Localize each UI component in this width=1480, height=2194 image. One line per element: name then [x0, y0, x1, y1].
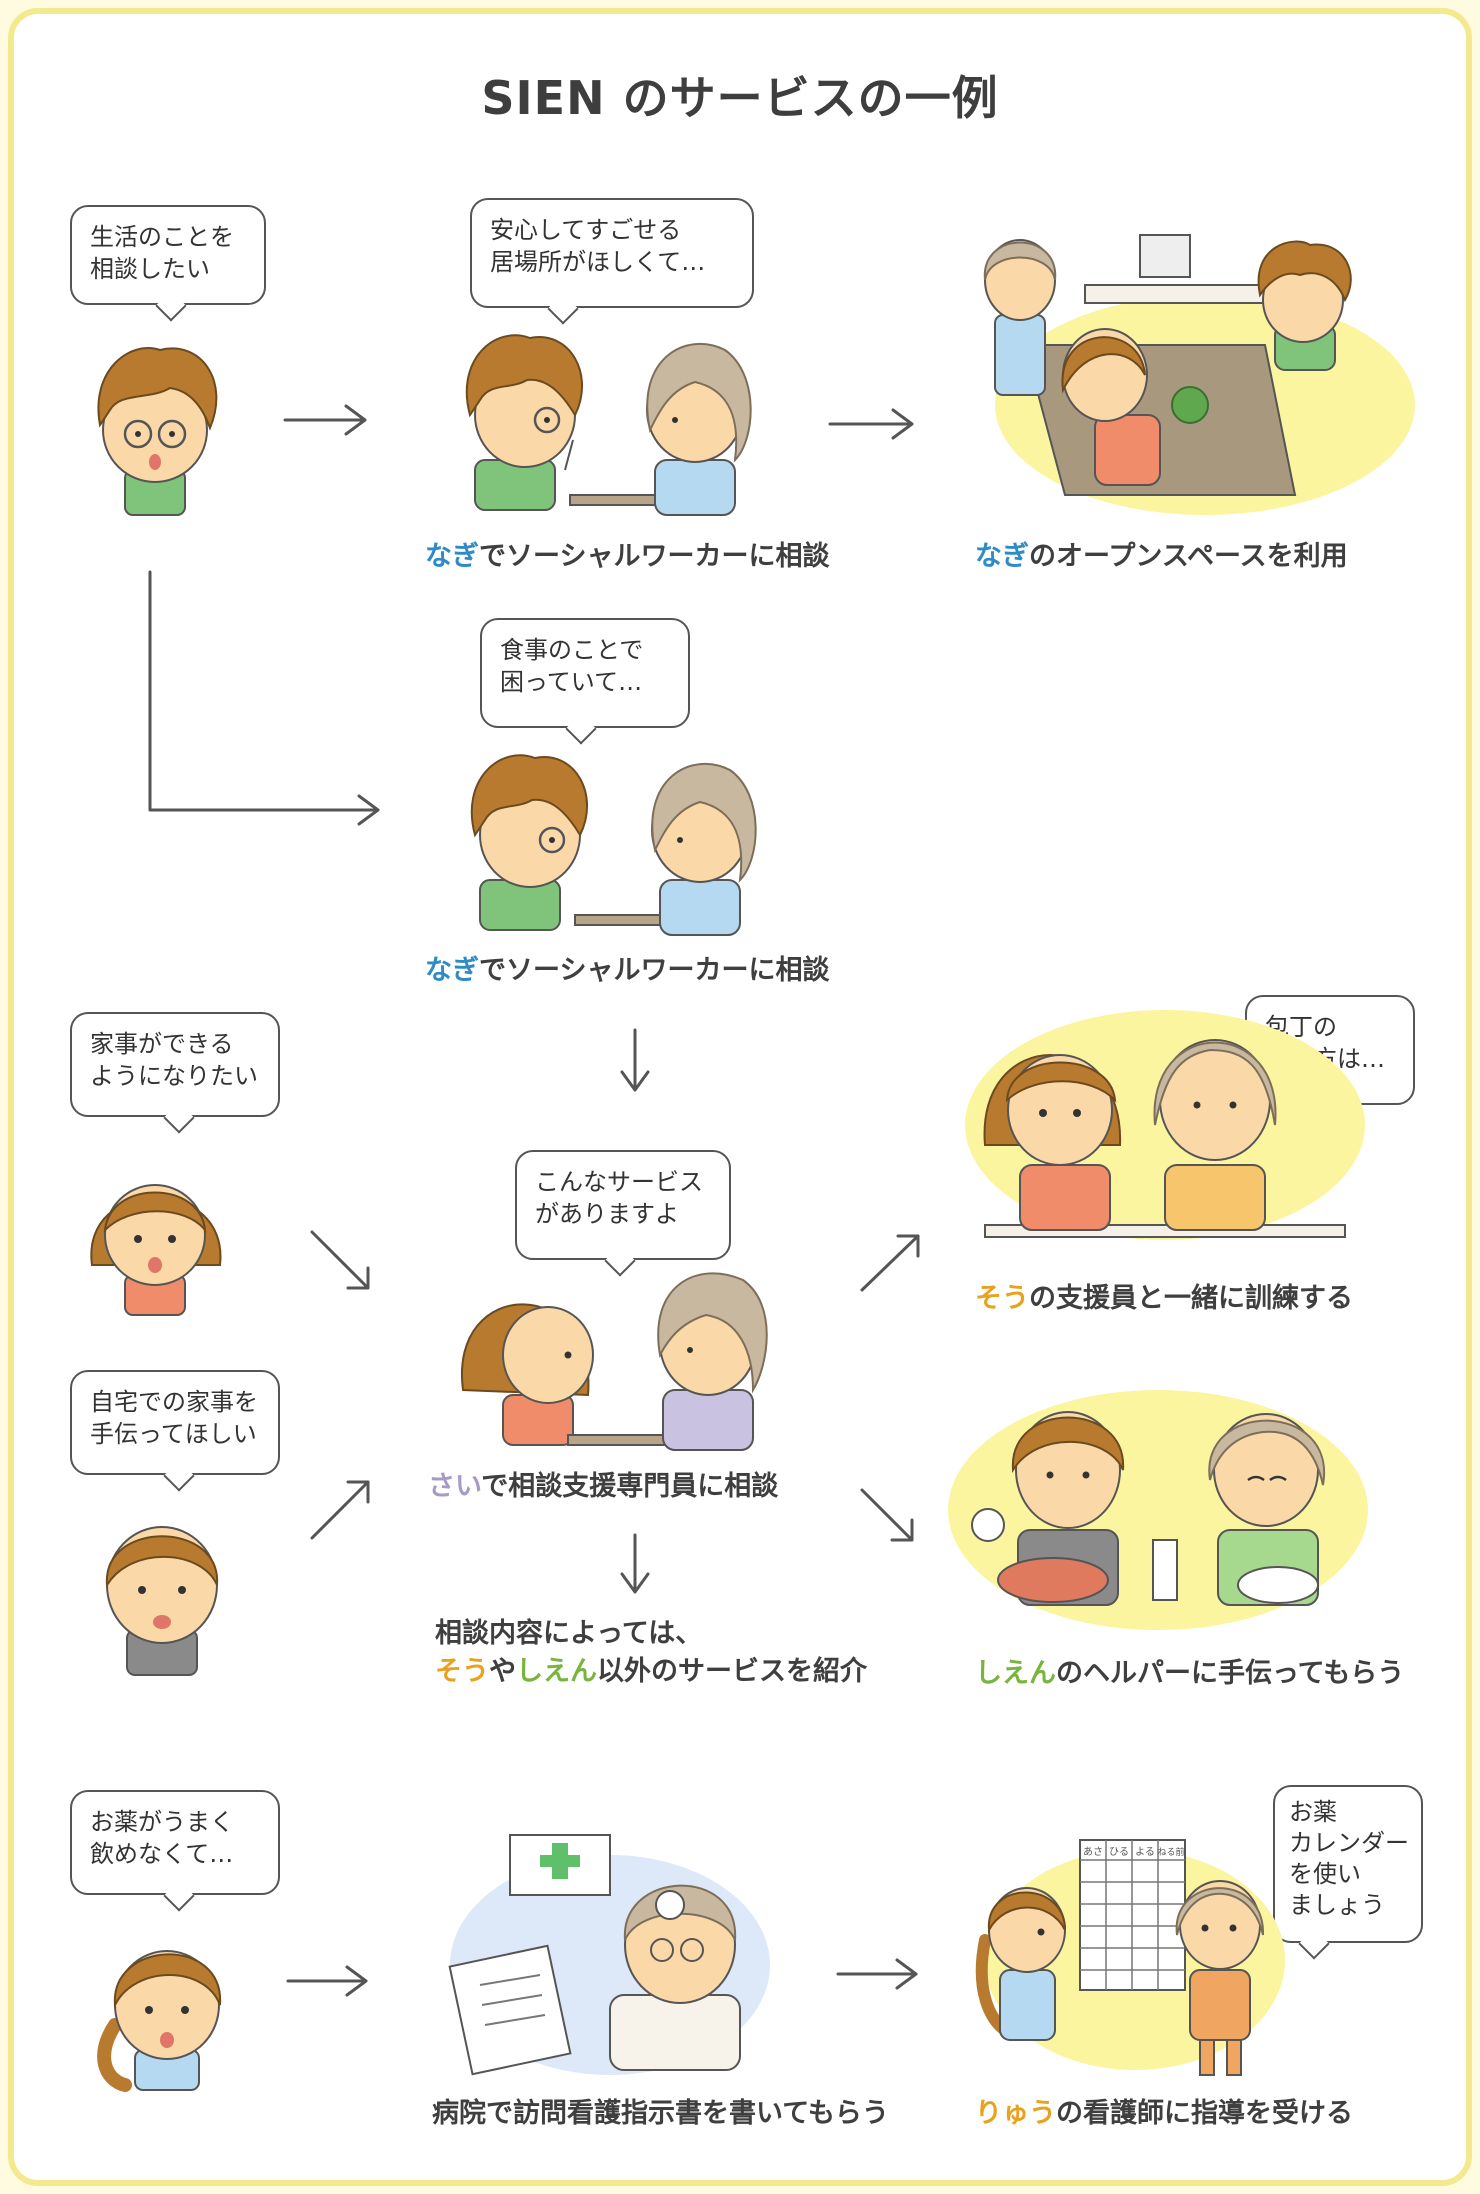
speech-bubble-consult-life: 生活のことを 相談したい — [70, 205, 266, 305]
scene-home-helper — [948, 1390, 1368, 1630]
arrow-right-1 — [283, 404, 367, 436]
scene-sai-consult — [460, 1272, 768, 1451]
calendar-header-night: よる — [1135, 1846, 1155, 1858]
calendar-header-noon: ひる — [1109, 1846, 1129, 1858]
caption-other-services: 相談内容によっては、 そうやしえん以外のサービスを紹介 — [435, 1618, 867, 1687]
caption-nagi-consult-2: なぎでソーシャルワーカーに相談 — [425, 955, 830, 986]
elbow-connector — [148, 570, 380, 826]
speech-bubble-housework: 家事ができる ようになりたい — [70, 1012, 280, 1117]
speech-bubble-medicine: お薬がうまく 飲めなくて… — [70, 1790, 280, 1895]
arrow-right-2 — [828, 408, 914, 440]
speech-bubble-services: こんなサービス がありますよ — [515, 1150, 731, 1260]
arrow-diag-down-2 — [860, 1488, 914, 1542]
speech-bubble-home-help: 自宅での家事を 手伝ってほしい — [70, 1370, 280, 1475]
arrow-down-1 — [620, 1028, 650, 1092]
arrow-diag-up-1 — [310, 1480, 370, 1540]
person-woman-ponytail — [97, 1950, 222, 2092]
arrow-diag-up-2 — [860, 1234, 920, 1292]
scene-hospital-doctor — [448, 1834, 770, 2076]
plant-icon — [1171, 386, 1209, 424]
scene-open-space — [983, 234, 1415, 515]
person-curly-hair-glasses — [97, 347, 218, 516]
speech-bubble-meals: 食事のことで 困っていて… — [480, 618, 690, 728]
calendar-header-bedtime: ねる前 — [1157, 1846, 1184, 1858]
page-title: SIEN のサービスの一例 — [481, 71, 999, 125]
head-mirror-icon — [655, 1890, 685, 1920]
arrow-down-2 — [620, 1533, 650, 1594]
hospital-cross-icon — [540, 1843, 580, 1879]
scene-social-worker-consult-1 — [465, 334, 752, 516]
caption-nagi-consult-1: なぎでソーシャルワーカーに相談 — [425, 541, 830, 572]
arrow-diag-down-1 — [310, 1230, 370, 1290]
arrow-right-3 — [286, 1965, 368, 1997]
person-woman-brown-hair — [90, 1184, 222, 1316]
speech-bubble-safe-place: 安心してすごせる 居場所がほしくて… — [470, 198, 754, 308]
caption-shien-helper: しえんのヘルパーに手伝ってもらう — [975, 1658, 1405, 1689]
caption-hospital: 病院で訪問看護指示書を書いてもらう — [432, 2098, 889, 2129]
caption-nagi-open-space: なぎのオープンスペースを利用 — [975, 541, 1348, 572]
person-older-man — [105, 1526, 219, 1676]
scene-social-worker-consult-2 — [470, 754, 757, 936]
caption-sai-consult: さいで相談支援専門員に相談 — [428, 1471, 779, 1502]
caption-sou-training: そうの支援員と一緒に訓練する — [975, 1283, 1353, 1314]
tv-icon — [1139, 234, 1191, 278]
caption-ryuu-nurse: りゅうの看護師に指導を受ける — [975, 2098, 1353, 2129]
scene-medicine-calendar: あさ ひる よる ねる前 — [975, 1839, 1285, 2076]
medicine-calendar: あさ ひる よる ねる前 — [1079, 1839, 1186, 1991]
speech-bubble-calendar: お薬 カレンダー を使い ましょう — [1273, 1785, 1423, 1943]
scene-cooking-training — [965, 1010, 1365, 1240]
calendar-header-morning: あさ — [1083, 1846, 1103, 1858]
arrow-right-4 — [836, 1958, 918, 1990]
